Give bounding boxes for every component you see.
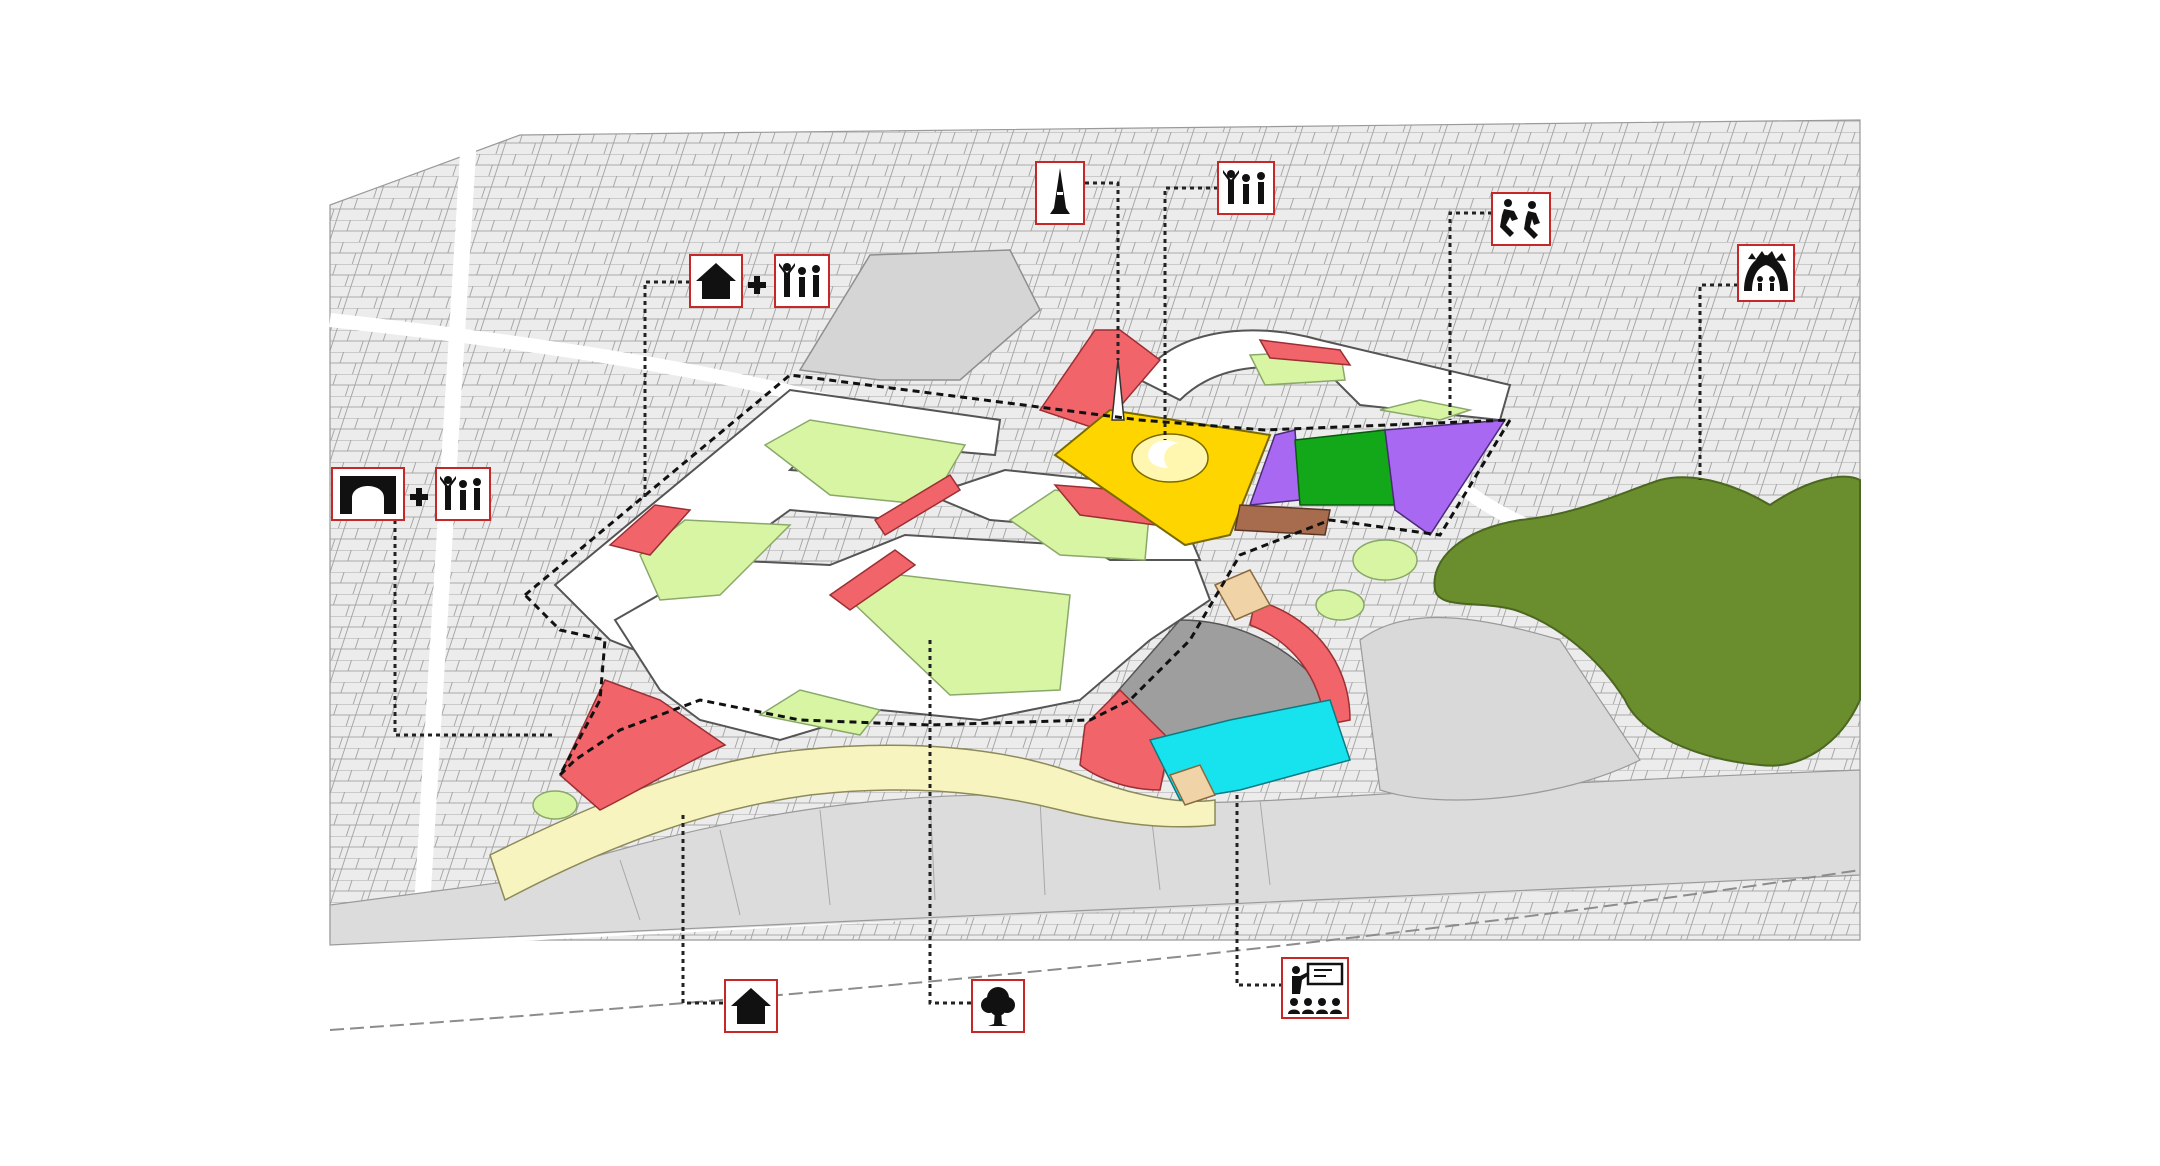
leader-sports: [1448, 211, 1492, 420]
sports-field: [1294, 429, 1396, 506]
red-bar-1: [608, 504, 692, 556]
arch-icon: [331, 467, 405, 521]
courtyard-lawns: [639, 349, 1473, 736]
leader-monument: [1085, 181, 1120, 360]
forest-park: [1433, 475, 1861, 767]
north-crescent-block: [1138, 329, 1512, 422]
lawn-northwest: [763, 419, 967, 506]
people-icon: [435, 467, 491, 521]
plaza-moon: [1148, 440, 1178, 468]
tree-icon: [971, 979, 1025, 1033]
red-bar-5: [1258, 339, 1352, 366]
green-disc-2: [1315, 589, 1365, 621]
lawn-northeast: [1379, 399, 1473, 421]
school-tan-pavilion-south: [1168, 764, 1217, 806]
lawn-west: [639, 519, 792, 601]
spire-icon: [1035, 161, 1085, 225]
teacher-icon: [1281, 957, 1349, 1019]
red-bar-3: [828, 549, 917, 611]
central-facilities: [1053, 408, 1507, 547]
east-open-zone: [1359, 617, 1641, 801]
house-icon: [724, 979, 778, 1033]
people-icon: [774, 254, 830, 308]
monument-spire: [1111, 359, 1125, 421]
leader-lines: [393, 181, 1738, 1005]
leader-education: [1235, 795, 1282, 987]
promenade: [489, 744, 1216, 902]
callout-housing-community: [689, 254, 830, 308]
red-arc-school: [1249, 599, 1351, 726]
school-tan-pavilion-north: [1213, 569, 1272, 621]
green-disc-3: [532, 790, 578, 820]
callout-bridge-community: [331, 467, 491, 521]
leader-plaza: [1163, 186, 1218, 440]
house-icon: [689, 254, 743, 308]
south-road-edge: [329, 869, 1861, 1031]
leader-park: [1698, 283, 1738, 480]
plus-icon: [410, 488, 428, 506]
north-gray-parcel: [798, 249, 1041, 381]
plaza-fountain: [1131, 433, 1209, 483]
red-accent-volumes: [608, 329, 1352, 726]
leader-green: [928, 640, 972, 1005]
small-greens: [532, 539, 1418, 820]
school-building: [1148, 569, 1351, 806]
red-volume-southwest: [559, 679, 727, 811]
leader-housing: [681, 815, 725, 1005]
green-disc-1: [1352, 539, 1418, 581]
street-west: [412, 119, 478, 941]
running-icon: [1491, 192, 1551, 246]
project-boundary: [522, 373, 1513, 777]
leader-bridge: [393, 520, 555, 737]
lawn-south: [758, 689, 882, 736]
plus-icon: [748, 276, 766, 294]
playground-icon: [1737, 244, 1795, 302]
people-icon: [1217, 161, 1275, 215]
red-bar-2: [873, 473, 962, 537]
brown-wall: [1234, 504, 1331, 536]
